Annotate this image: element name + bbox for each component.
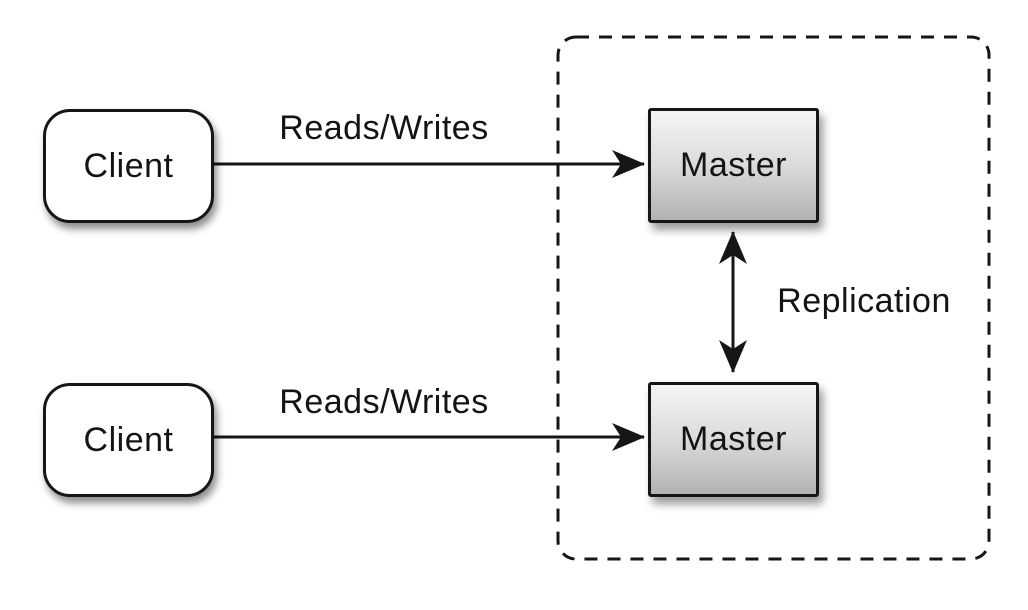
- edge-label-replication: Replication: [777, 282, 951, 320]
- edge-label-reads-writes-top: Reads/Writes: [279, 109, 489, 147]
- node-client-bottom-label: Client: [83, 420, 174, 459]
- node-master-top: Master: [648, 108, 819, 223]
- node-client-top: Client: [43, 109, 214, 223]
- node-client-top-label: Client: [83, 146, 174, 185]
- node-master-top-label: Master: [680, 146, 787, 184]
- edge-label-reads-writes-bottom: Reads/Writes: [279, 383, 489, 421]
- node-client-bottom: Client: [43, 383, 214, 497]
- node-master-bottom-label: Master: [680, 420, 787, 458]
- node-master-bottom: Master: [648, 382, 819, 497]
